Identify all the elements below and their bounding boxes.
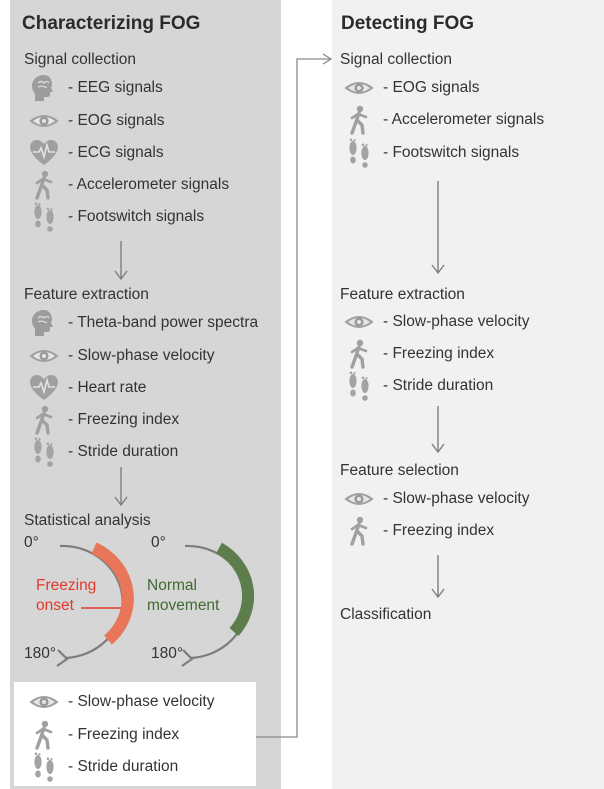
left-signal-item: - EEG signals	[26, 73, 163, 103]
footprints-icon	[341, 371, 377, 401]
normal-label-line2: movement	[147, 597, 220, 614]
freezing-label-line1: Freezing	[36, 577, 97, 594]
left-flow-arrow	[114, 241, 128, 281]
right-signal-item: - Accelerometer signals	[341, 105, 544, 135]
right-feature-extraction-heading: Feature extraction	[340, 286, 465, 303]
right-feature-item: - Freezing index	[341, 339, 494, 369]
right-flow-arrow	[431, 181, 445, 275]
left-feature-item: - Stride duration	[26, 437, 178, 467]
right-selection-item: - Freezing index	[341, 516, 494, 546]
statistical-analysis-heading: Statistical analysis	[24, 512, 151, 529]
eye-icon	[341, 73, 377, 103]
left-signal-item: - Footswitch signals	[26, 202, 204, 232]
footprints-icon	[341, 138, 377, 168]
eye-icon	[341, 484, 377, 514]
freezing-arc-start-label: 0°	[24, 534, 39, 551]
left-feature-item: - Freezing index	[26, 405, 179, 435]
characterizing-panel	[10, 0, 281, 789]
walking-person-icon	[341, 339, 377, 369]
left-feature-item: - Slow-phase velocity	[26, 341, 214, 371]
walking-person-icon	[341, 105, 377, 135]
left-flow-arrow	[114, 467, 128, 507]
characterizing-title: Characterizing FOG	[22, 13, 201, 34]
left-feature-item: - Heart rate	[26, 373, 146, 403]
right-feature-item: - Slow-phase velocity	[341, 307, 529, 337]
eye-icon	[341, 307, 377, 337]
detecting-title: Detecting FOG	[341, 13, 475, 34]
left-feature-extraction-heading: Feature extraction	[24, 286, 149, 303]
left-signal-collection-heading: Signal collection	[24, 51, 137, 68]
selected-feature-item: - Stride duration	[26, 752, 178, 782]
normal-arc-start-label: 0°	[151, 534, 166, 551]
right-signal-item: - Footswitch signals	[341, 138, 519, 168]
selected-feature-item: - Slow-phase velocity	[26, 687, 214, 717]
normal-arc-end-label: 180°	[151, 645, 184, 662]
left-signal-item: - Accelerometer signals	[26, 170, 229, 200]
right-flow-arrow	[431, 406, 445, 454]
selected-feature-item: - Freezing index	[26, 720, 179, 750]
left-signal-item: - EOG signals	[26, 106, 164, 136]
freezing-arc-end-label: 180°	[24, 645, 57, 662]
right-signal-item: - EOG signals	[341, 73, 479, 103]
right-selection-item: - Slow-phase velocity	[341, 484, 529, 514]
feature-selection-heading: Feature selection	[340, 462, 459, 479]
walking-person-icon	[341, 516, 377, 546]
detecting-panel	[332, 0, 604, 789]
left-signal-item: - ECG signals	[26, 138, 164, 168]
classification-heading: Classification	[340, 606, 432, 623]
freezing-arc-band	[91, 542, 134, 645]
normal-label-line1: Normal	[147, 577, 197, 594]
right-feature-item: - Stride duration	[341, 371, 493, 401]
right-flow-arrow	[431, 555, 445, 599]
left-feature-item: - Theta-band power spectra	[26, 308, 258, 338]
right-signal-collection-heading: Signal collection	[340, 51, 453, 68]
freezing-label-line2: onset	[36, 597, 74, 614]
normal-arc-band	[215, 542, 255, 637]
